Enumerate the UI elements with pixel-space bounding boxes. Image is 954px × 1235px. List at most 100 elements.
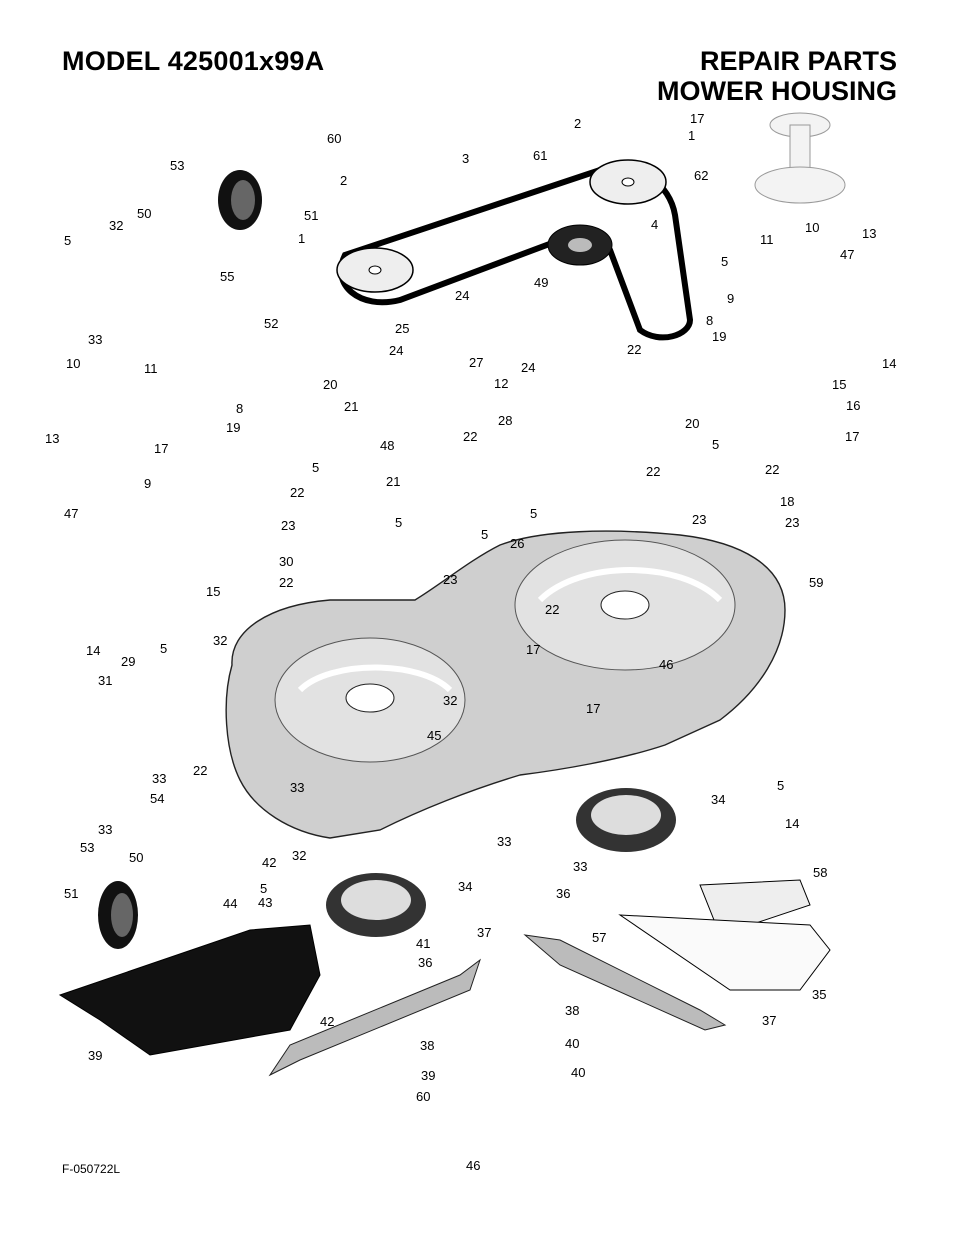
callout-label: 44: [223, 896, 237, 911]
callout-label: 35: [812, 987, 826, 1002]
callout-label: 58: [813, 865, 827, 880]
callout-label: 22: [279, 575, 293, 590]
callout-label: 50: [129, 850, 143, 865]
callout-label: 43: [258, 895, 272, 910]
callout-label: 48: [380, 438, 394, 453]
callout-label: 8: [706, 313, 713, 328]
callout-label: 22: [290, 485, 304, 500]
callout-label: 16: [846, 398, 860, 413]
callout-label: 10: [66, 356, 80, 371]
callout-label: 19: [226, 420, 240, 435]
callout-label: 33: [290, 780, 304, 795]
callout-label: 22: [765, 462, 779, 477]
callout-label: 47: [840, 247, 854, 262]
callout-label: 32: [443, 693, 457, 708]
callout-label: 37: [762, 1013, 776, 1028]
callout-label: 47: [64, 506, 78, 521]
callout-label: 42: [320, 1014, 334, 1029]
callout-label: 12: [494, 376, 508, 391]
callout-label: 2: [340, 173, 347, 188]
section-title: REPAIR PARTS MOWER HOUSING: [657, 46, 897, 106]
model-title: MODEL 425001x99A: [62, 46, 325, 76]
callout-label: 21: [344, 399, 358, 414]
callout-label: 51: [64, 886, 78, 901]
callout-label: 5: [260, 881, 267, 896]
page-number: 46: [466, 1158, 481, 1173]
callout-label: 11: [144, 361, 158, 376]
callout-label: 50: [137, 206, 151, 221]
callout-label: 38: [565, 1003, 579, 1018]
callout-label: 23: [443, 572, 457, 587]
callout-label: 24: [389, 343, 403, 358]
callout-label: 23: [785, 515, 799, 530]
callout-label: 61: [533, 148, 547, 163]
callout-label: 20: [323, 377, 337, 392]
callout-label: 54: [150, 791, 164, 806]
callout-label: 5: [777, 778, 784, 793]
callout-label: 32: [292, 848, 306, 863]
callout-label: 33: [152, 771, 166, 786]
callout-label: 24: [521, 360, 535, 375]
callout-label: 17: [586, 701, 600, 716]
callout-label: 11: [760, 232, 774, 247]
callout-label: 27: [469, 355, 483, 370]
figure-code: F-050722L: [62, 1162, 121, 1176]
callout-label: 5: [712, 437, 719, 452]
callout-label: 59: [809, 575, 823, 590]
callout-label: 13: [45, 431, 59, 446]
callout-label: 13: [862, 226, 876, 241]
callout-label: 38: [420, 1038, 434, 1053]
callout-label: 55: [220, 269, 234, 284]
callout-label: 36: [556, 886, 570, 901]
callout-label: 26: [510, 536, 524, 551]
callout-label: 37: [477, 925, 491, 940]
callout-label: 17: [690, 111, 704, 126]
callout-label: 9: [727, 291, 734, 306]
discharge-chute: [58, 924, 321, 1056]
left-blade: [268, 958, 481, 1077]
callout-label: 32: [109, 218, 123, 233]
callout-label: 36: [418, 955, 432, 970]
callout-label: 62: [694, 168, 708, 183]
callout-label: 22: [463, 429, 477, 444]
callout-label: 1: [688, 128, 695, 143]
callout-label: 30: [279, 554, 293, 569]
callout-label: 46: [659, 657, 673, 672]
callout-label: 45: [427, 728, 441, 743]
callout-label: 20: [685, 416, 699, 431]
callout-label: 1: [298, 231, 305, 246]
callout-label: 8: [236, 401, 243, 416]
lower-gauge-wheel: [98, 881, 138, 949]
callout-label: 14: [785, 816, 799, 831]
callout-label: 60: [416, 1089, 430, 1104]
callout-label: 53: [80, 840, 94, 855]
callout-label: 33: [98, 822, 112, 837]
callout-label: 29: [121, 654, 135, 669]
spare-pulley: [754, 112, 846, 204]
callout-label: 33: [497, 834, 511, 849]
callout-label: 39: [88, 1048, 102, 1063]
callout-label: 3: [462, 151, 469, 166]
callout-label: 41: [416, 936, 430, 951]
callout-label: 14: [882, 356, 896, 371]
callout-label: 23: [281, 518, 295, 533]
callout-label: 49: [534, 275, 548, 290]
callout-label: 28: [498, 413, 512, 428]
callout-label: 25: [395, 321, 409, 336]
callout-label: 4: [651, 217, 658, 232]
callout-label: 10: [805, 220, 819, 235]
right-spindle: [576, 788, 676, 852]
callout-label: 5: [530, 506, 537, 521]
callout-label: 33: [88, 332, 102, 347]
callout-label: 19: [712, 329, 726, 344]
callout-label: 34: [711, 792, 725, 807]
callout-label: 42: [262, 855, 276, 870]
callout-label: 52: [264, 316, 278, 331]
callout-label: 9: [144, 476, 151, 491]
callout-label: 40: [571, 1065, 585, 1080]
guard-bracket: [618, 914, 831, 991]
callout-label: 18: [780, 494, 794, 509]
callout-label: 24: [455, 288, 469, 303]
callout-label: 17: [154, 441, 168, 456]
